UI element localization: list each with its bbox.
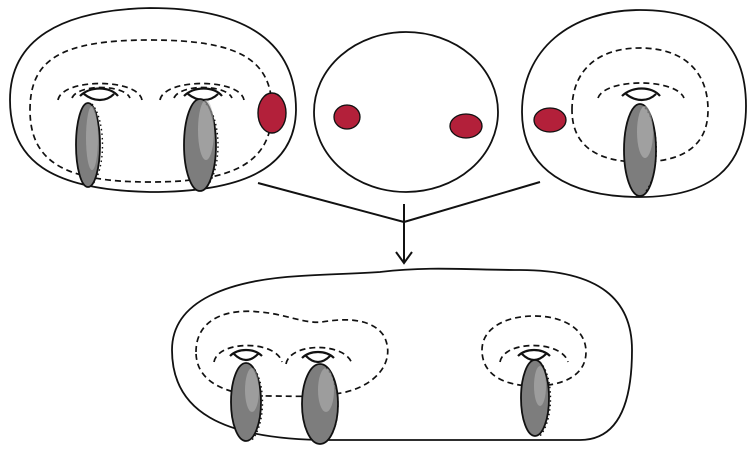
genus-2-outline [10,8,296,192]
hole-icon [518,350,550,360]
hole-icon [622,89,660,101]
gluing-arrow [258,182,540,263]
hole-icon [302,352,334,362]
cut-highlight [534,366,546,406]
cut-highlight [198,100,214,160]
arrow-right-branch [404,182,540,222]
red-disk-right [450,114,482,138]
hole-icon [184,89,222,101]
cut-highlight [318,368,334,412]
cut-highlight [86,106,98,170]
genus-2-handle-2 [160,84,244,192]
torus-dash-ring-inner [598,83,684,98]
genus-3-surface [172,269,632,444]
red-disk [534,108,566,132]
red-disk-left [334,105,360,129]
genus-2-surface [10,8,296,192]
genus-3-handle-1 [214,346,282,442]
red-disk [258,93,286,133]
sphere [314,32,498,192]
cut-highlight [637,106,653,158]
hole-icon [230,350,262,360]
genus-2-dashed-loop [30,40,272,182]
cut-highlight [245,368,259,412]
genus-3-handle-3 [500,346,568,437]
hole-icon [80,89,118,101]
torus [522,10,746,197]
